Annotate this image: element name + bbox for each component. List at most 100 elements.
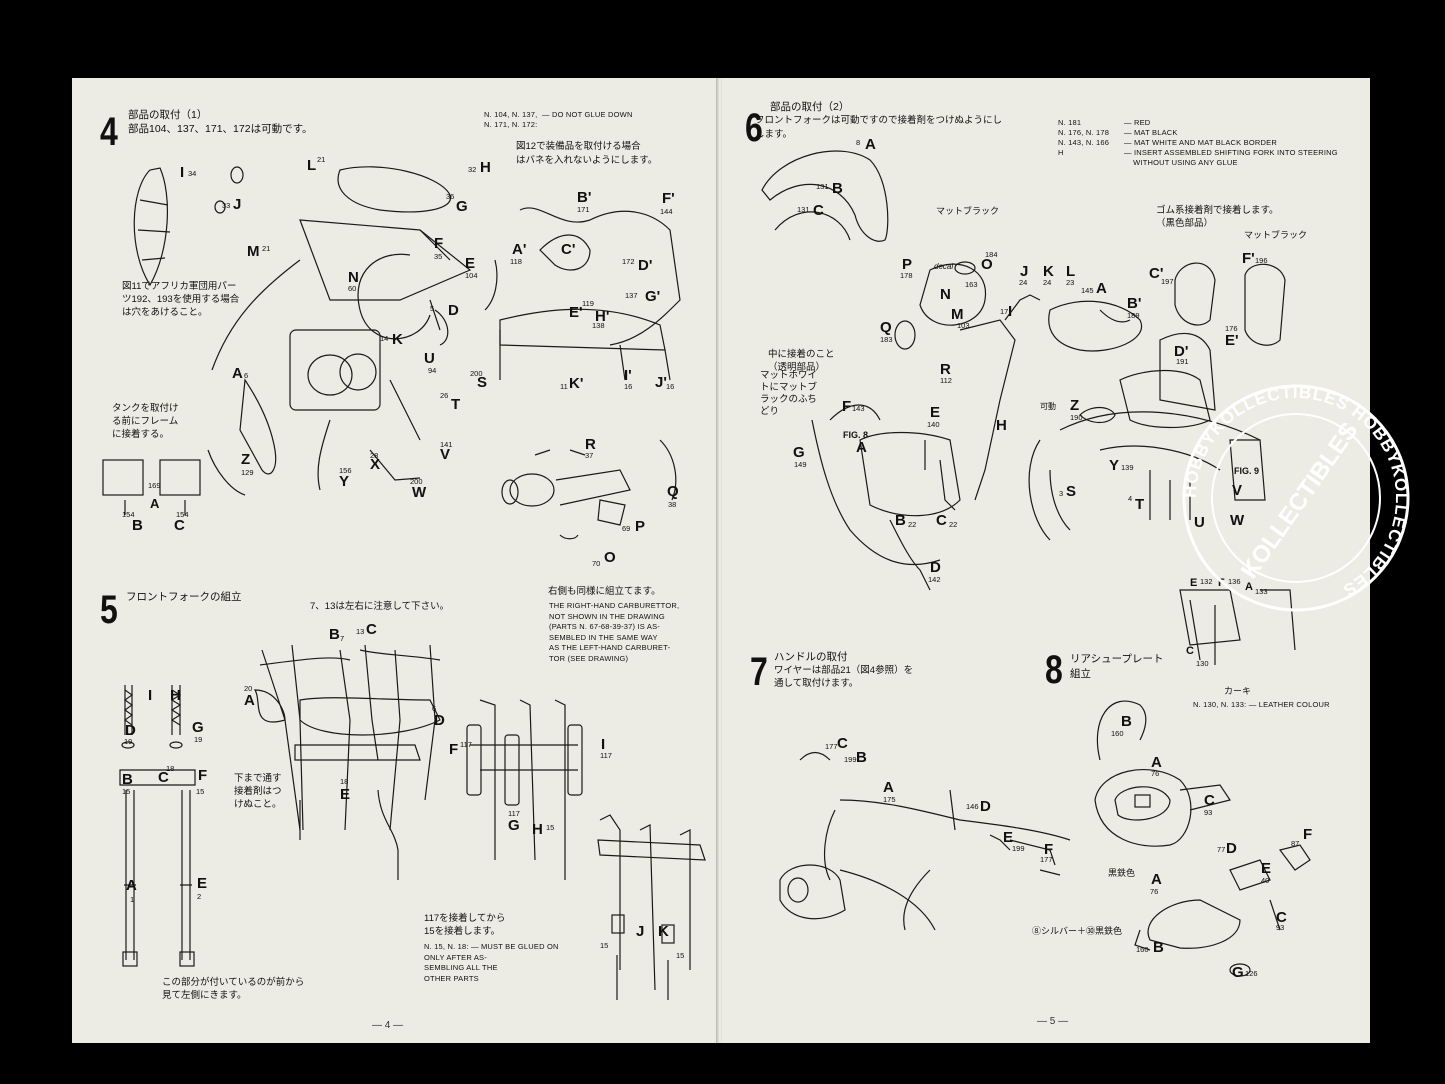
part-number: 154 — [122, 510, 135, 519]
part-number: 24 — [1043, 278, 1052, 287]
step6-title: 部品の取付（2） — [770, 101, 850, 113]
step8-title: リアシュープレート 組立 — [1070, 653, 1164, 680]
part-number: 8 — [856, 138, 861, 147]
part-number: 172 — [622, 257, 635, 266]
part-letter: P — [635, 518, 646, 535]
step5-note-117: 117を接着してから 15を接着します。 — [424, 913, 506, 937]
part-letter: A — [1245, 581, 1253, 593]
legend-desc-2: — MAT WHITE AND MAT BLACK BORDER — [1124, 138, 1277, 147]
part-letter: N — [348, 269, 359, 286]
part-letter: F — [198, 767, 208, 784]
part-number: 117 — [460, 740, 472, 749]
part-letter: C — [936, 512, 947, 529]
part-letter: C — [1276, 909, 1287, 926]
part-number: 20 — [244, 684, 253, 693]
step6-subtitle: フロントフォークは可動ですので接着剤をつけぬようにし します。 — [755, 115, 1003, 140]
step4-title: 部品の取付（1） — [128, 109, 208, 121]
part-letter: E — [1003, 829, 1014, 846]
step4-carb-jp: 右側も同様に組立てます。 — [548, 586, 661, 597]
part-letter: R — [585, 436, 596, 453]
legend-desc-0: — RED — [1124, 118, 1151, 127]
part-number: 36 — [446, 192, 455, 201]
left-page — [72, 78, 718, 1043]
part-letter: T — [1135, 496, 1145, 513]
part-letter: A — [126, 877, 137, 894]
step5-note-front: この部分が付いているのが前から 見て左側にきます。 — [162, 977, 305, 1001]
part-number: 15 — [600, 941, 609, 950]
part-letter: D — [980, 798, 991, 815]
step4-illustration — [102, 166, 681, 540]
part-number: 24 — [1019, 278, 1028, 287]
part-letter: L — [1066, 263, 1076, 280]
part-number: 133 — [1255, 587, 1268, 596]
part-number: 77 — [1217, 845, 1226, 854]
legend-desc-3: — INSERT ASSEMBLED SHIFTING FORK INTO ST… — [1124, 148, 1338, 167]
step4-note-en: N. 104, N. 137, — DO NOT GLUE DOWN N. 17… — [484, 110, 633, 129]
part-letter: B — [122, 771, 133, 788]
part-letter: E' — [1225, 332, 1239, 349]
part-letter: G — [1232, 964, 1244, 981]
part-number: 38 — [668, 500, 677, 509]
part-number: 37 — [585, 451, 594, 460]
part-number: 76 — [1151, 769, 1160, 778]
step5-title: フロントフォークの組立 — [126, 591, 242, 603]
step8-number: 8 — [1045, 648, 1063, 692]
part-letter: O — [604, 549, 616, 566]
part-letter: C — [366, 621, 377, 638]
part-letter: M — [951, 306, 964, 323]
part-number: 197 — [1161, 277, 1174, 286]
part-letter: D — [125, 722, 136, 739]
part-letter: D — [1226, 840, 1237, 857]
part-number: 177 — [1040, 855, 1053, 864]
part-number: 16 — [624, 382, 633, 391]
step6-note-white: マットホワイ トにマットブ ラックのふち どり — [760, 370, 818, 417]
part-letter: S — [477, 374, 488, 391]
part-number: 2 — [197, 892, 202, 901]
part-number: 104 — [465, 271, 478, 280]
part-letter: C — [158, 769, 169, 786]
part-letter: Y — [1109, 457, 1120, 474]
part-number: 6 — [432, 704, 437, 713]
part-letter: D' — [1174, 343, 1189, 360]
part-number: 141 — [440, 440, 453, 449]
part-number: 93 — [1276, 923, 1285, 932]
part-letter: W — [412, 484, 427, 501]
part-number: 175 — [883, 795, 896, 804]
step6-note-matte2: マットブラック — [1244, 230, 1308, 240]
part-number: 139 — [1121, 463, 1134, 472]
part-letter: B — [132, 517, 143, 534]
part-number: 178 — [900, 271, 913, 280]
part-number: 143 — [852, 404, 865, 413]
part-number: 200 — [410, 477, 423, 486]
part-letter: E — [930, 404, 941, 421]
part-number: 177 — [825, 742, 838, 751]
part-letter: I' — [624, 367, 632, 384]
step7-title: ハンドルの取付 — [774, 651, 848, 663]
part-number: 3 — [1059, 489, 1064, 498]
part-letter: F' — [662, 190, 675, 207]
part-letter: G — [793, 444, 805, 461]
part-letter: J — [1020, 263, 1029, 280]
part-letter: E — [1190, 577, 1198, 589]
part-letter: F — [1044, 841, 1054, 858]
part-letter: E — [465, 255, 476, 272]
part-letter: V — [440, 446, 451, 463]
part-letter: D — [434, 712, 445, 729]
step6-note-matte1: マットブラック — [936, 206, 1000, 216]
part-letter: O — [981, 256, 993, 273]
part-letter: C — [813, 202, 824, 219]
part-number: 131 — [797, 205, 810, 214]
step7-subtitle: ワイヤーは部品21（図4参照）を 通して取付けます。 — [774, 665, 914, 689]
part-number: 23 — [1066, 278, 1075, 287]
part-number: 94 — [428, 366, 437, 375]
part-number: 190 — [1070, 413, 1083, 422]
part-letter: T — [451, 396, 461, 413]
part-letter: B' — [577, 189, 592, 206]
part-number: 21 — [262, 244, 271, 253]
part-number: 184 — [985, 250, 998, 259]
part-letter: C — [837, 735, 848, 752]
part-number: 169 — [148, 481, 161, 490]
part-number: 35 — [434, 252, 443, 261]
part-number: 199 — [1012, 844, 1025, 853]
part-number: 117 — [508, 809, 520, 818]
